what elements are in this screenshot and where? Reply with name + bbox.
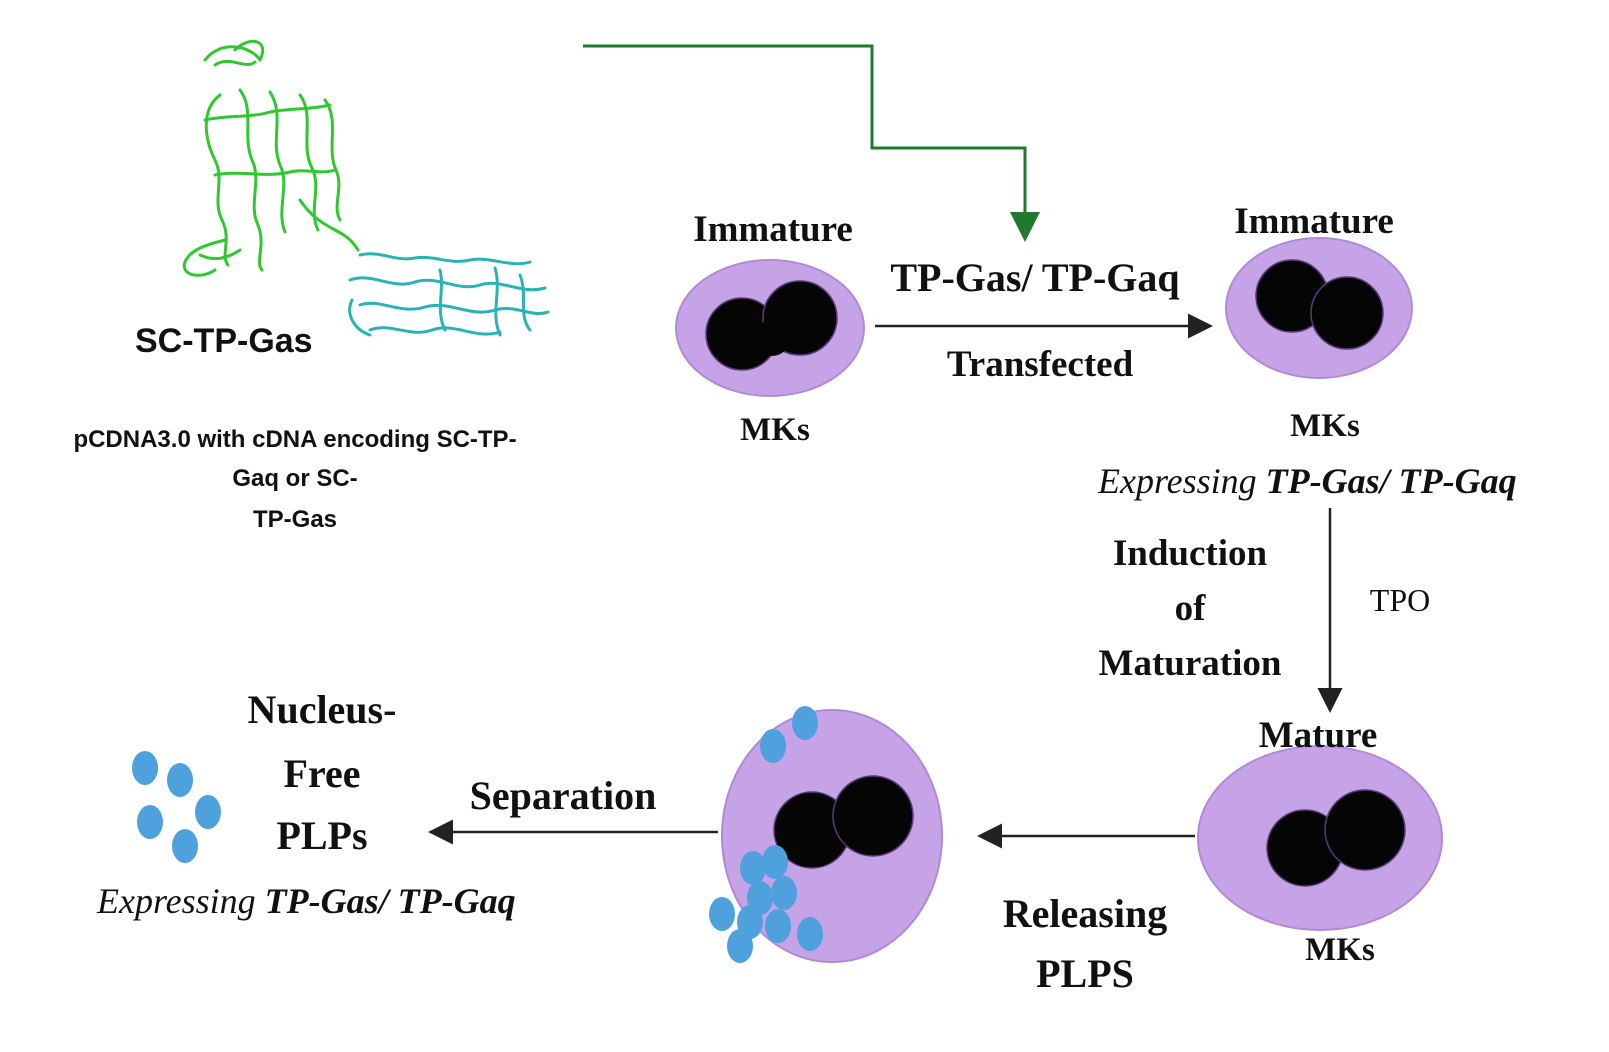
protein-caption-line-1: pCDNA3.0 with cDNA encoding SC-TP-	[73, 426, 517, 453]
protein-structure-image	[182, 39, 550, 337]
expressing-value: TP-Gas/ TP-Gaq	[1265, 461, 1517, 501]
free-plp-particles	[132, 751, 221, 863]
mature-mk-cell	[1197, 745, 1443, 931]
induction-label-line-2: of	[1174, 588, 1206, 629]
plps-title-line-3: PLPs	[276, 813, 368, 858]
expressing-construct-label: Expressing TP-Gas/ TP-Gaq	[1098, 460, 1517, 502]
tpo-label: TPO	[1369, 582, 1431, 618]
mks-label: MKs	[740, 412, 810, 448]
expressing-prefix: Expressing	[1098, 461, 1257, 501]
immature-mk-cell	[675, 259, 865, 397]
transfection-construct-label: TP-Gas/ TP-Gaq	[890, 255, 1180, 300]
mks-label: MKs	[1290, 408, 1360, 444]
releasing-label-line-2: PLPS	[1036, 951, 1134, 996]
plps-title-line-1: Nucleus-	[247, 687, 397, 732]
immature-label: Immature	[693, 209, 853, 250]
induction-label-line-3: Maturation	[1098, 643, 1282, 684]
released-plp-particles	[709, 706, 823, 963]
plps-expressing-value: TP-Gas/ TP-Gaq	[264, 881, 516, 921]
separation-label: Separation	[469, 773, 657, 818]
mature-label: Mature	[1258, 715, 1378, 756]
protein-caption-line-2: Gaq or SC-	[232, 465, 358, 492]
transfected-immature-mk-cell	[1225, 237, 1413, 379]
green-transfection-arrow	[583, 44, 1040, 242]
transfected-label: Transfected	[946, 344, 1134, 385]
immature-label: Immature	[1234, 201, 1394, 242]
plps-expressing-label: Expressing TP-Gas/ TP-Gaq	[97, 880, 516, 922]
plps-title-line-2: Free	[283, 751, 361, 796]
mks-label: MKs	[1305, 932, 1375, 968]
plps-expressing-prefix: Expressing	[97, 881, 256, 921]
induction-label-line-1: Induction	[1112, 533, 1268, 574]
releasing-label-line-1: Releasing	[1002, 891, 1168, 936]
protein-caption-line-3: TP-Gas	[252, 506, 338, 533]
protein-name: SC-TP-Gas	[135, 322, 313, 360]
